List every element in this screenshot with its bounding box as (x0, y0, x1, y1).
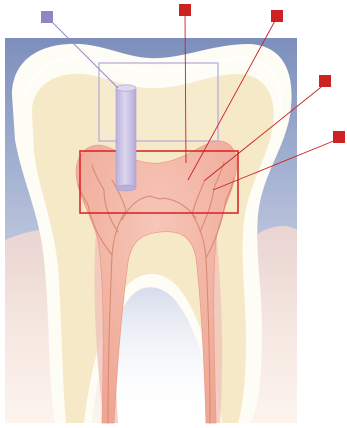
post-marker[interactable] (41, 11, 53, 23)
pulp-horn-marker[interactable] (271, 10, 283, 22)
pulp-chamber-marker[interactable] (179, 4, 191, 16)
nerve-branches-marker[interactable] (333, 131, 345, 143)
dentin-tubules-marker[interactable] (319, 75, 331, 87)
endodontic-post (116, 85, 136, 191)
